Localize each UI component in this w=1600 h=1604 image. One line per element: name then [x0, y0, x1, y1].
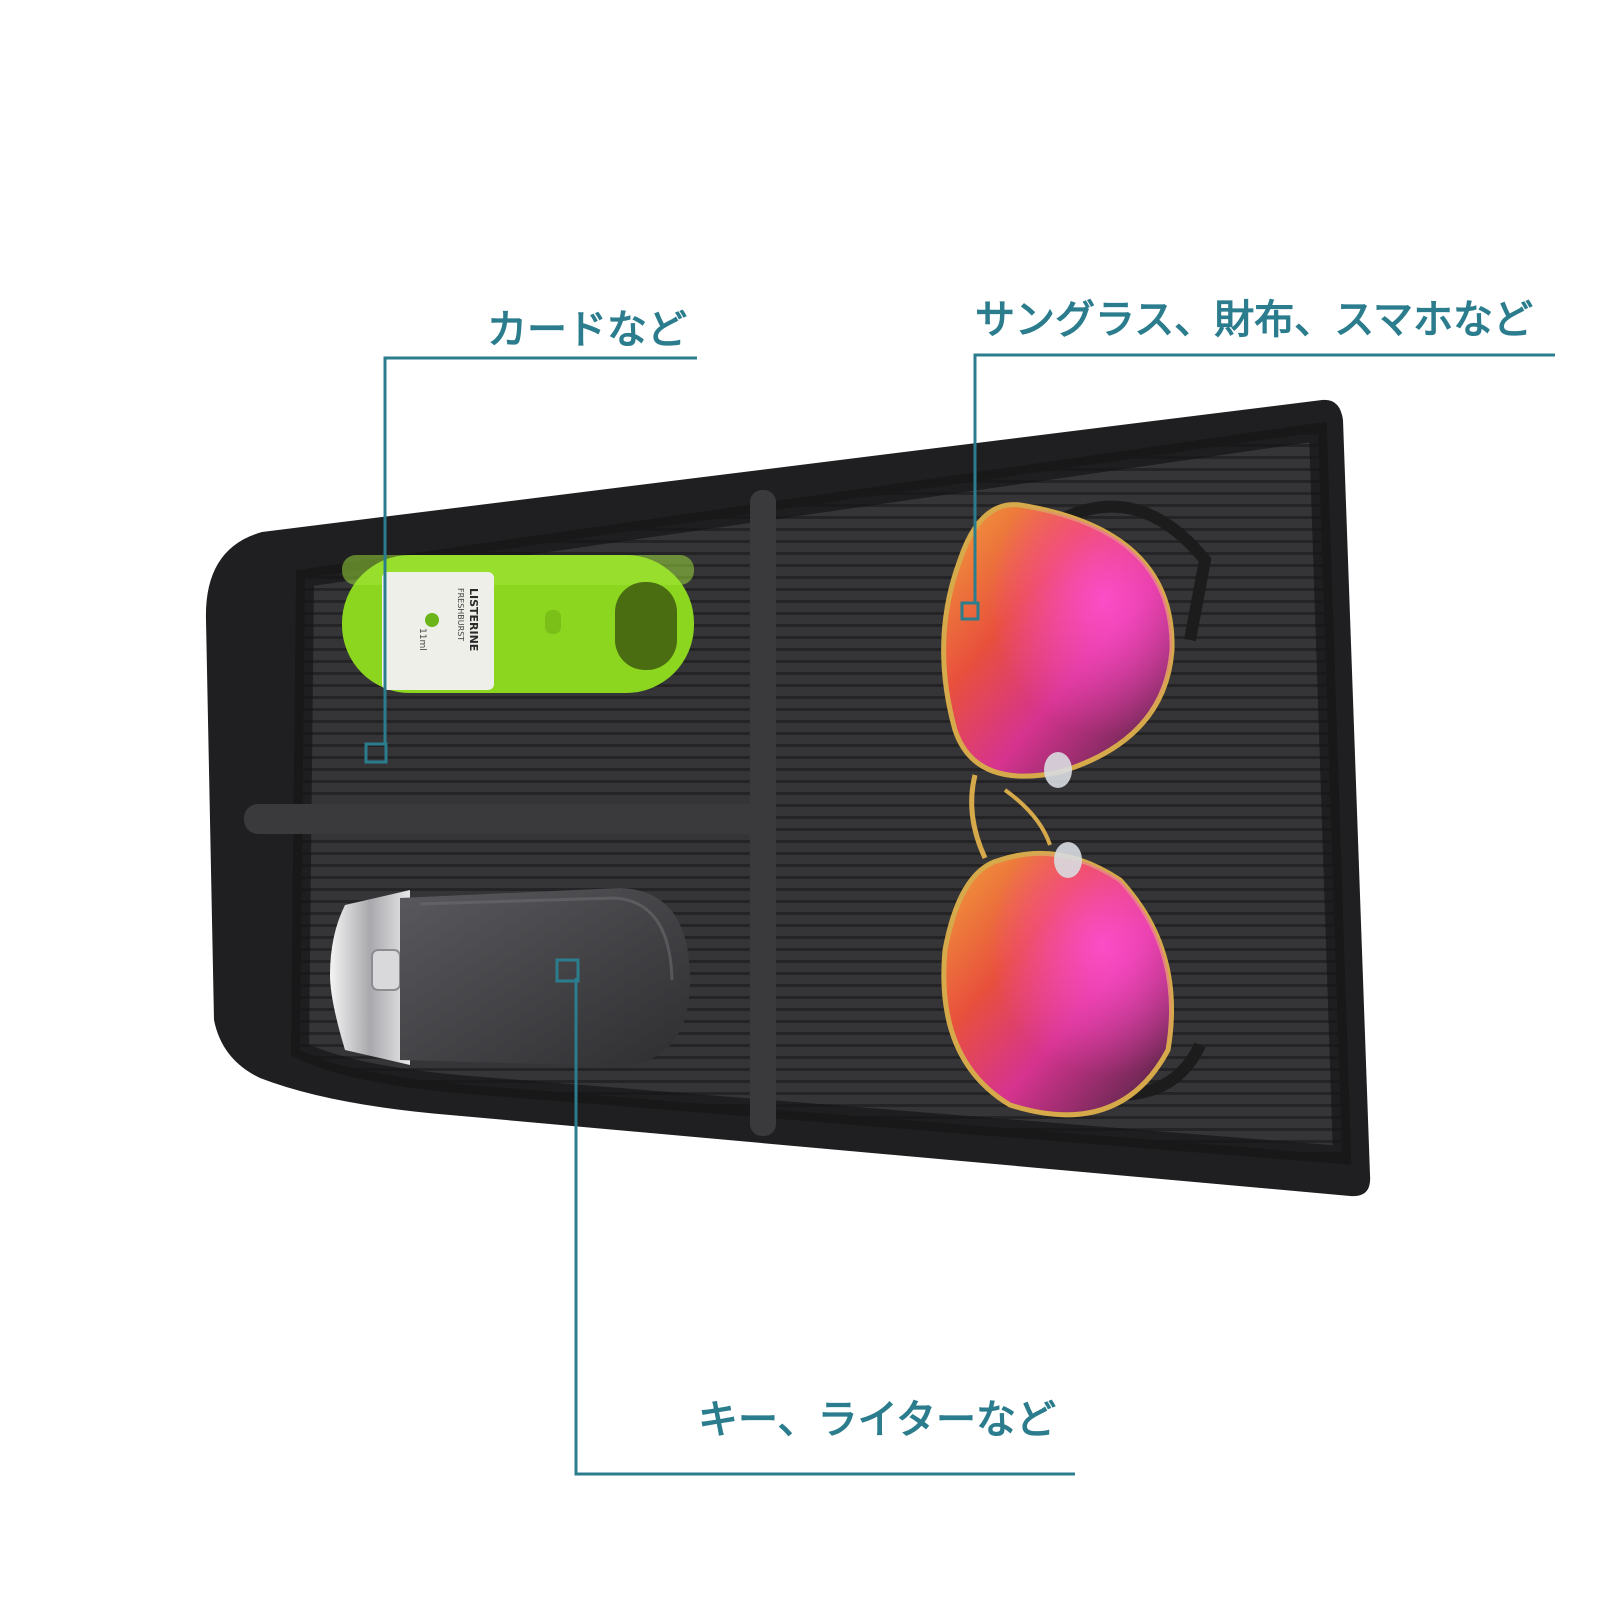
callout-label-sunglasses: サングラス、財布、スマホなど	[975, 297, 1533, 343]
key-callout-line	[574, 978, 1075, 1476]
car-key-fob	[330, 888, 690, 1066]
card-callout-marker	[364, 742, 388, 764]
callout-lines	[364, 353, 1555, 1476]
listerine-label	[382, 572, 494, 690]
listerine-brand: LISTERINE	[467, 588, 480, 651]
callout-label-card: カードなど	[487, 307, 687, 353]
key-callout-marker	[555, 958, 580, 983]
card-callout-line	[383, 356, 697, 744]
listerine-volume: 11ml	[417, 628, 427, 651]
aviator-sunglasses	[941, 500, 1212, 1118]
listerine-case: LISTERINE FRESHBURST 11ml	[342, 555, 694, 693]
sunglasses-callout-marker	[960, 601, 980, 621]
callout-label-key: キー、ライターなど	[698, 1397, 1056, 1443]
tray-divider-horizontal	[244, 804, 774, 834]
sunglasses-callout-line	[973, 353, 1555, 603]
listerine-sub: FRESHBURST	[456, 588, 465, 641]
